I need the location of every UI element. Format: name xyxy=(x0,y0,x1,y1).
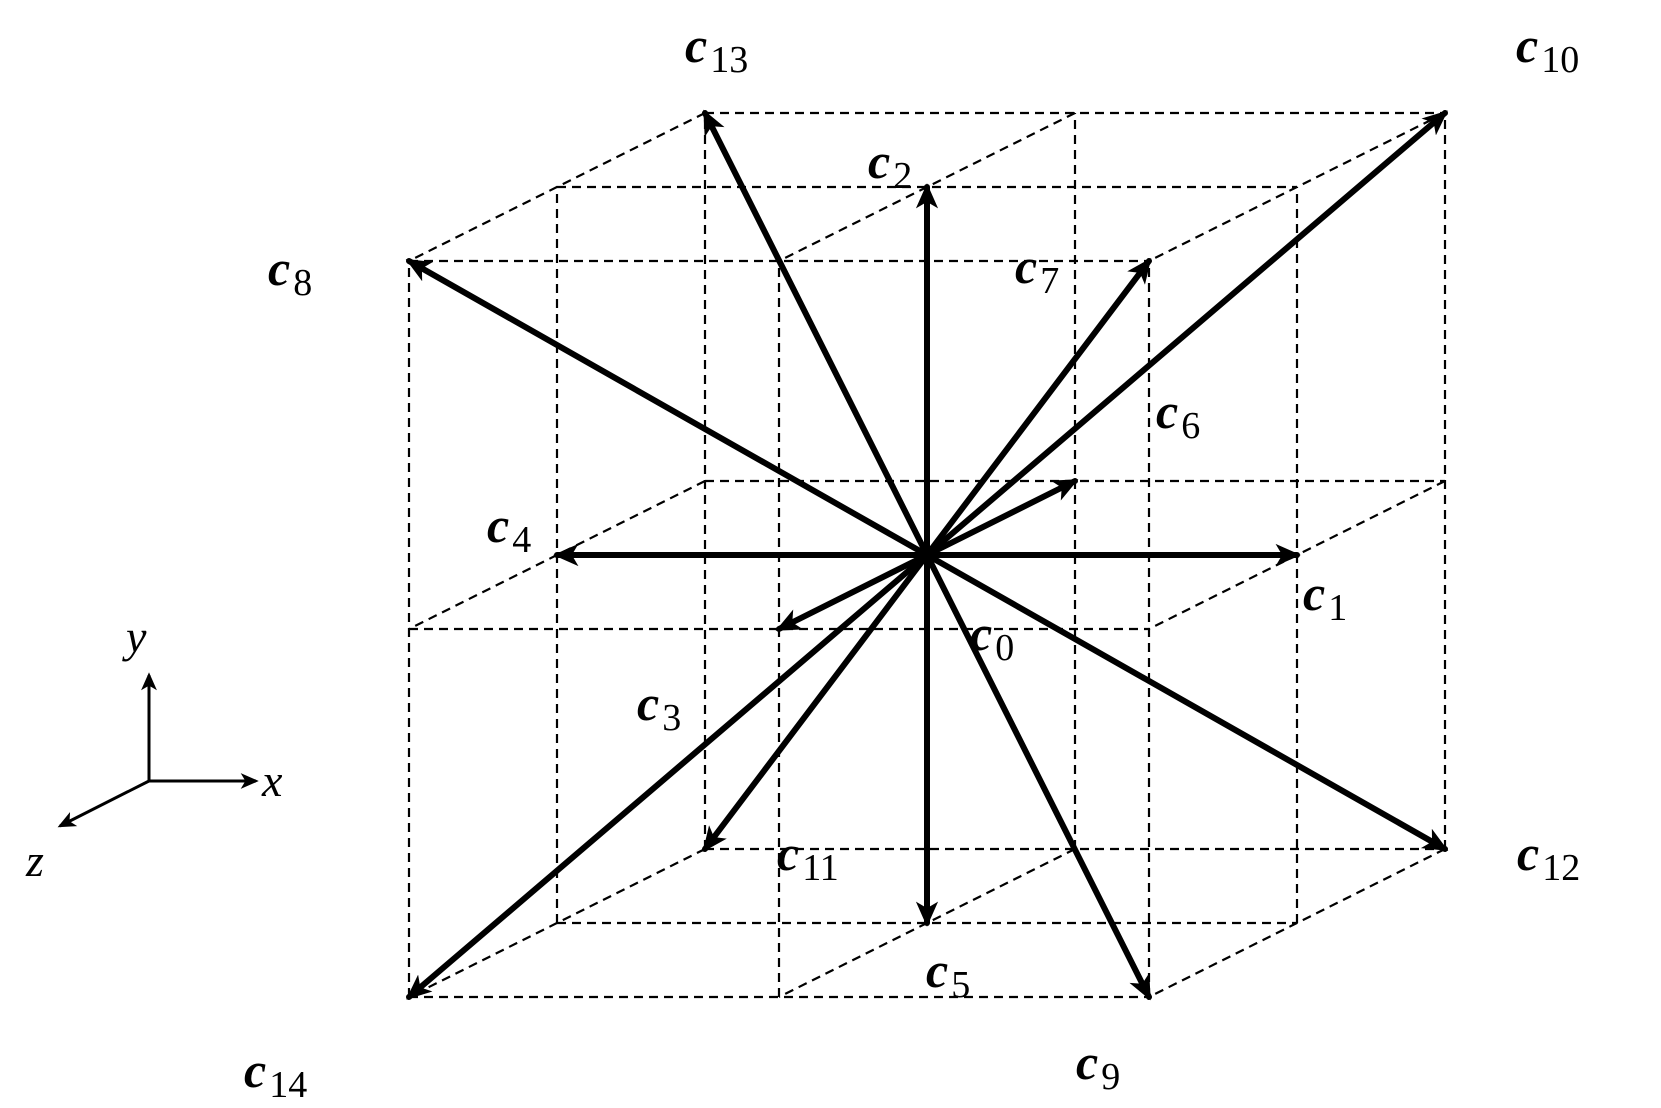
velocity-vectors xyxy=(405,109,1449,1001)
coordinate-axes: y x z xyxy=(25,611,283,886)
vector-c9-arrow xyxy=(924,552,1152,1001)
vector-c6-label: c6 xyxy=(1156,383,1200,447)
vector-c3-arrow xyxy=(775,552,930,632)
vector-c2-label: c2 xyxy=(868,133,912,197)
vector-c10-label: c10 xyxy=(1516,17,1579,81)
vector-c5-label: c5 xyxy=(926,942,970,1006)
y-axis-label: y xyxy=(122,611,147,662)
vector-c11-label: c11 xyxy=(777,825,839,889)
vector-c9-label: c9 xyxy=(1076,1034,1120,1098)
grid-line xyxy=(1148,112,1446,262)
vector-c13-label: c13 xyxy=(685,17,748,81)
vector-c7-label: c7 xyxy=(1015,238,1059,302)
vector-c0-label: c0 xyxy=(970,605,1014,669)
vector-c12-label: c12 xyxy=(1517,825,1580,889)
vector-c11-arrow xyxy=(406,552,930,1000)
vector-c4-label: c4 xyxy=(487,497,531,561)
x-axis-label: x xyxy=(261,755,283,806)
vector-c13-arrow xyxy=(702,109,930,558)
vector-c3-label: c3 xyxy=(637,675,681,739)
vector-c6-arrow xyxy=(924,478,1079,558)
z-axis-label: z xyxy=(25,835,44,886)
vector-labels: c0 c1 c2 c3 c4 c5 c6 c7 c8 c9 c10 c11 c12 c13 c14 xyxy=(244,17,1580,1106)
vector-c10-arrow xyxy=(924,110,1448,558)
vector-c12-arrow xyxy=(924,552,1449,852)
z-axis-arrow xyxy=(57,779,150,828)
vector-c14-arrow xyxy=(702,552,930,853)
vector-c8-arrow xyxy=(405,258,930,558)
vector-c8-label: c8 xyxy=(268,240,312,304)
vector-c1-label: c1 xyxy=(1303,565,1347,629)
vector-c7-arrow xyxy=(924,257,1152,558)
vector-c14-label: c14 xyxy=(244,1042,307,1106)
